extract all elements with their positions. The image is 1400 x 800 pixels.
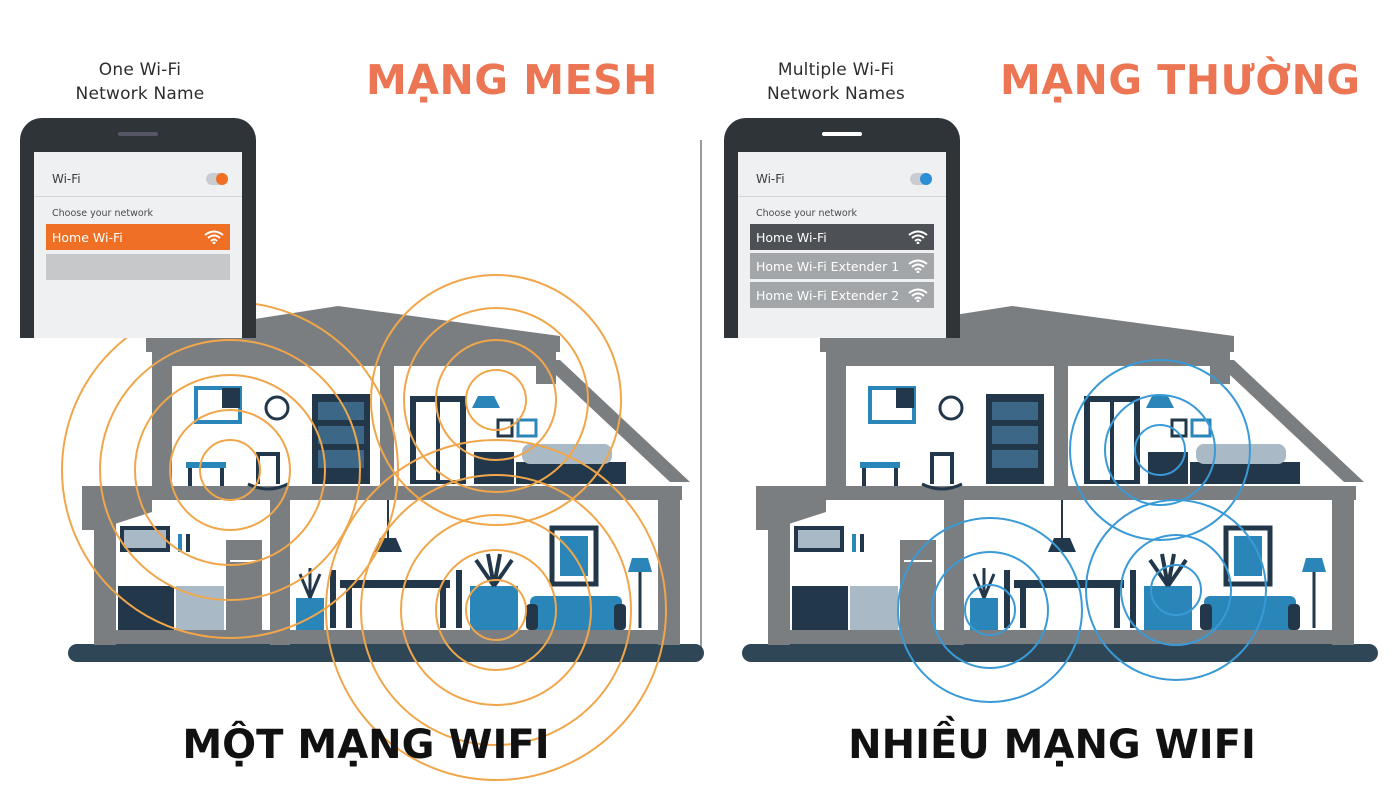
left-caption: One Wi-Fi Network Name: [40, 58, 240, 106]
right-signal-rings: [897, 359, 1267, 703]
left-phone-screen: Wi-Fi Choose your network Home Wi-Fi: [34, 152, 242, 338]
right-network-label-0: Home Wi-Fi: [756, 229, 827, 245]
left-heading: MẠNG MESH: [366, 56, 658, 104]
right-network-label-2: Home Wi-Fi Extender 2: [756, 287, 900, 303]
left-network-label: Home Wi-Fi: [52, 229, 123, 245]
wifi-icon: [908, 230, 928, 244]
right-caption-line2: Network Names: [767, 84, 905, 104]
toggle-icon[interactable]: [206, 173, 228, 185]
left-divider: [34, 196, 242, 197]
right-caption: Multiple Wi-Fi Network Names: [736, 58, 936, 106]
right-phone-speaker: [822, 132, 862, 136]
left-wifi-label: Wi-Fi: [52, 172, 81, 186]
right-heading: MẠNG THƯỜNG: [1000, 56, 1361, 104]
right-network-item-extender-2[interactable]: Home Wi-Fi Extender 2: [750, 282, 934, 308]
right-network-item-extender-1[interactable]: Home Wi-Fi Extender 1: [750, 253, 934, 279]
left-phone-speaker: [118, 132, 158, 136]
toggle-icon[interactable]: [910, 173, 932, 185]
center-divider: [700, 140, 702, 650]
right-footer: NHIỀU MẠNG WIFI: [848, 722, 1256, 768]
right-phone: Wi-Fi Choose your network Home Wi-Fi Hom…: [724, 118, 960, 338]
wifi-icon: [908, 259, 928, 273]
right-phone-screen: Wi-Fi Choose your network Home Wi-Fi Hom…: [738, 152, 946, 338]
left-toggle-knob: [216, 173, 228, 185]
wifi-icon: [204, 230, 224, 244]
right-network-label-1: Home Wi-Fi Extender 1: [756, 258, 900, 274]
left-signal-rings: [61, 274, 667, 781]
right-choose-label: Choose your network: [756, 208, 858, 219]
right-network-item-home[interactable]: Home Wi-Fi: [750, 224, 934, 250]
left-caption-line1: One Wi-Fi: [98, 60, 182, 80]
left-choose-label: Choose your network: [52, 208, 154, 219]
left-caption-line2: Network Name: [75, 84, 205, 104]
left-network-empty-slot: [46, 254, 230, 280]
wifi-icon: [908, 288, 928, 302]
right-house: [742, 306, 1378, 662]
left-phone: Wi-Fi Choose your network Home Wi-Fi: [20, 118, 256, 338]
left-footer: MỘT MẠNG WIFI: [182, 722, 550, 768]
right-caption-line1: Multiple Wi-Fi: [777, 60, 895, 80]
right-toggle-knob: [920, 173, 932, 185]
left-network-item-home[interactable]: Home Wi-Fi: [46, 224, 230, 250]
left-wifi-row: Wi-Fi: [52, 172, 228, 186]
right-divider: [738, 196, 946, 197]
right-wifi-label: Wi-Fi: [756, 172, 785, 186]
right-wifi-row: Wi-Fi: [756, 172, 932, 186]
